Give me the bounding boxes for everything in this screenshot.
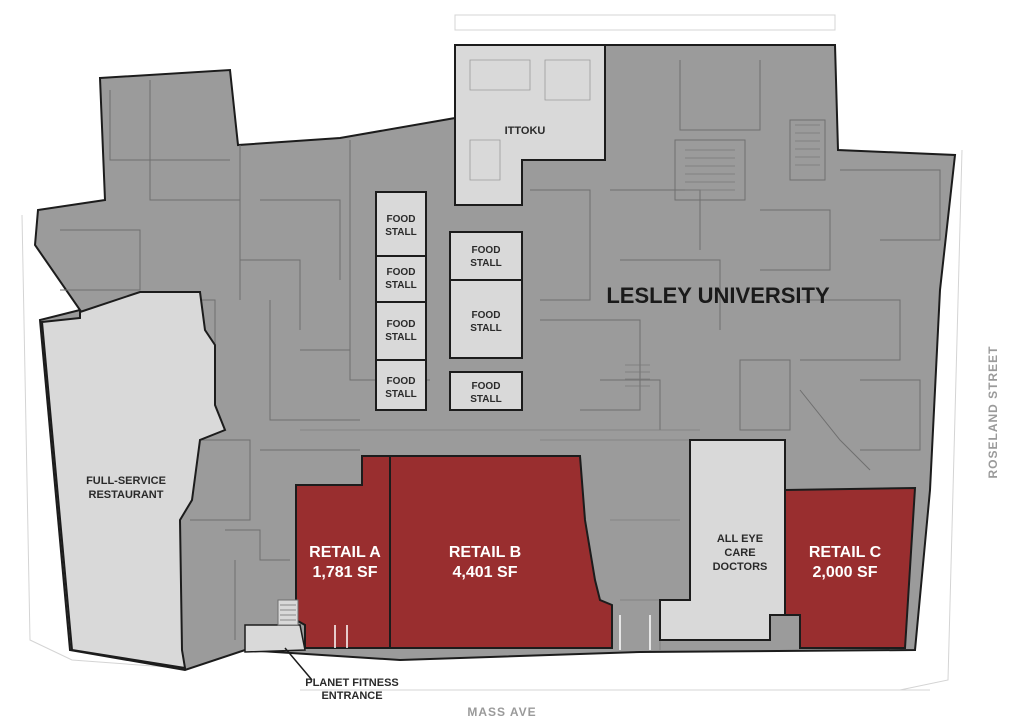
ittoku-space[interactable]: ITTOKU <box>454 44 606 206</box>
full-service-restaurant[interactable]: FULL-SERVICE RESTAURANT <box>40 291 227 670</box>
food-stall-6-label-2: STALL <box>470 323 501 334</box>
food-stall-4[interactable]: FOOD STALL <box>375 359 427 411</box>
food-stall-7-label-2: STALL <box>470 394 501 405</box>
all-eye-care-doctors[interactable]: ALL EYE CARE DOCTORS <box>659 439 786 641</box>
food-stall-3[interactable]: FOOD STALL <box>375 301 427 361</box>
food-stall-6-label: FOOD <box>472 310 501 321</box>
retail-b-space[interactable]: RETAIL B 4,401 SF <box>389 455 613 649</box>
retail-a-size: 1,781 SF <box>313 564 378 581</box>
building-name: LESLEY UNIVERSITY <box>606 283 830 308</box>
all-eye-label-3: DOCTORS <box>713 561 768 573</box>
street-mass-ave: MASS AVE <box>467 705 536 719</box>
retail-b-name: RETAIL B <box>449 544 521 561</box>
food-stall-3-label: FOOD <box>387 319 416 330</box>
street-roseland: ROSELAND STREET <box>986 345 1000 478</box>
food-stall-4-label-2: STALL <box>385 389 416 400</box>
restaurant-label-2: RESTAURANT <box>89 489 164 501</box>
ittoku-label: ITTOKU <box>505 125 546 137</box>
food-stall-1-label: FOOD <box>387 214 416 225</box>
food-stall-2[interactable]: FOOD STALL <box>375 255 427 303</box>
food-stall-4-label: FOOD <box>387 376 416 387</box>
planet-fitness-label-1: PLANET FITNESS <box>305 677 399 689</box>
all-eye-label-2: CARE <box>724 547 755 559</box>
restaurant-label-1: FULL-SERVICE <box>86 475 166 487</box>
food-stall-5-label: FOOD <box>472 245 501 256</box>
food-stall-1[interactable]: FOOD STALL <box>375 191 427 257</box>
food-stall-1-label-2: STALL <box>385 227 416 238</box>
planet-fitness-pointer <box>284 647 313 681</box>
retail-c-size: 2,000 SF <box>813 564 878 581</box>
entrance-doors <box>334 615 651 650</box>
food-stall-6[interactable]: FOOD STALL <box>449 279 523 359</box>
retail-a-name: RETAIL A <box>309 544 381 561</box>
food-stall-5[interactable]: FOOD STALL <box>449 231 523 281</box>
retail-c-space[interactable]: RETAIL C 2,000 SF <box>784 486 917 649</box>
food-stall-3-label-2: STALL <box>385 332 416 343</box>
exterior-outline <box>21 14 963 691</box>
food-stall-5-label-2: STALL <box>470 258 501 269</box>
planet-fitness-vestibule[interactable] <box>244 599 306 653</box>
retail-a-space[interactable]: RETAIL A 1,781 SF <box>295 455 391 649</box>
all-eye-label-1: ALL EYE <box>717 533 763 545</box>
planet-fitness-label-2: ENTRANCE <box>321 690 382 702</box>
stairs <box>625 124 820 387</box>
food-stall-2-label: FOOD <box>387 267 416 278</box>
food-stall-7[interactable]: FOOD STALL <box>449 371 523 411</box>
retail-b-size: 4,401 SF <box>453 564 518 581</box>
food-stall-7-label: FOOD <box>472 381 501 392</box>
food-stall-2-label-2: STALL <box>385 280 416 291</box>
retail-c-name: RETAIL C <box>809 544 882 561</box>
